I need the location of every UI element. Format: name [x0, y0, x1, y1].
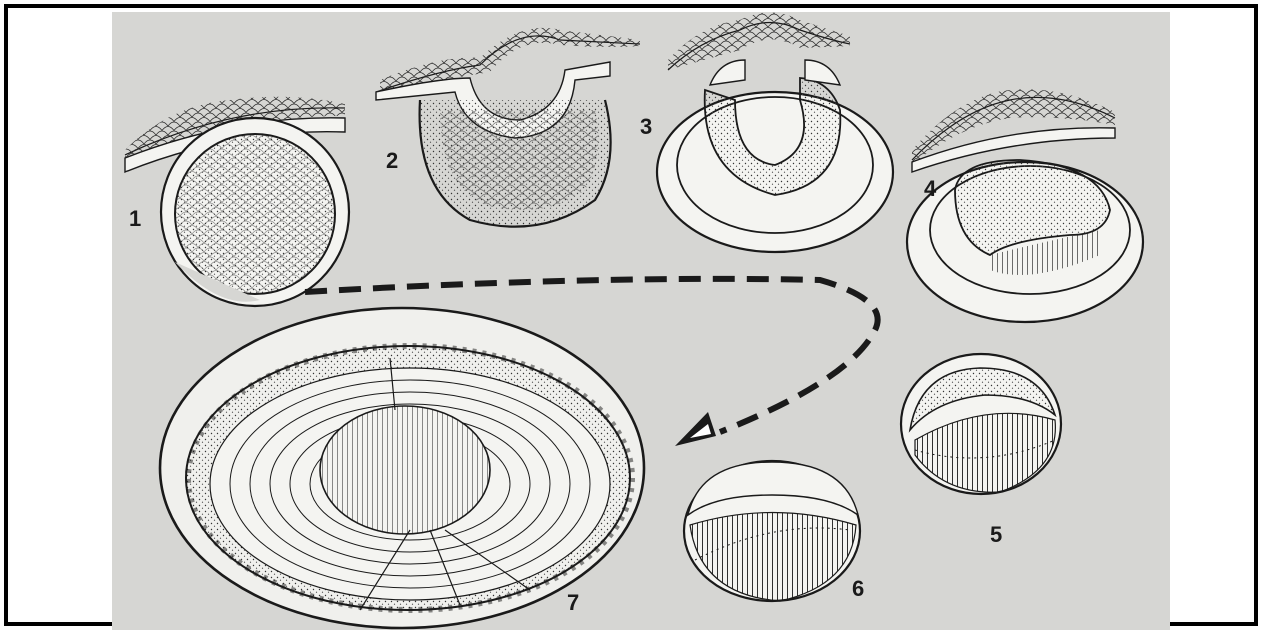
stage-label-6: 6 [852, 576, 864, 602]
stage-7-drawing [160, 308, 644, 628]
stage-label-4: 4 [924, 176, 936, 202]
stage-label-2: 2 [386, 148, 398, 174]
stage-3-drawing [657, 13, 893, 253]
stage-label-7: 7 [567, 590, 579, 616]
stage-6-drawing [684, 461, 860, 601]
stage-label-5: 5 [990, 522, 1002, 548]
stage-5-drawing [901, 354, 1061, 494]
stage-2-drawing [376, 28, 640, 227]
stage-label-3: 3 [640, 114, 652, 140]
stage-1-drawing [125, 97, 349, 306]
stage-4-drawing [907, 89, 1143, 322]
stage-label-1: 1 [129, 206, 141, 232]
